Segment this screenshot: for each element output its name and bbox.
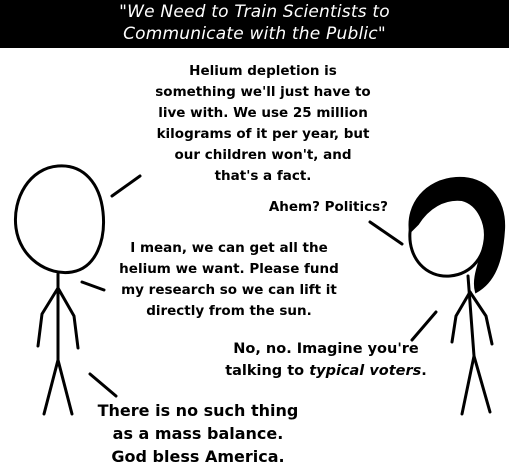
tail-voters [410, 310, 438, 342]
left-figure-right-arm [56, 286, 80, 350]
speech-helium-depletion: Helium depletion is something we'll just… [118, 61, 408, 187]
speech-helium-line-3: live with. We use 25 million [158, 105, 368, 121]
speech-mass-line-3: God bless America. [111, 447, 285, 466]
title-line-2: Communicate with the Public" [123, 24, 386, 44]
speech-voters-line-1: No, no. Imagine you're [233, 341, 419, 357]
speech-mass-balance: There is no such thing as a mass balance… [78, 399, 318, 468]
speech-mass-line-2: as a mass balance. [112, 424, 284, 443]
speech-helium-line-6: that's a fact. [214, 168, 312, 184]
speech-mass-line-1: There is no such thing [97, 401, 299, 420]
speech-voters-prefix: talking to [225, 363, 310, 379]
right-figure-body [466, 274, 476, 358]
speech-helium-line-1: Helium depletion is [189, 63, 337, 79]
right-figure-left-leg [460, 354, 476, 416]
speech-fund-line-2: helium we want. Please fund [119, 261, 339, 277]
speech-voters-suffix: . [421, 363, 427, 379]
speech-politics-line-1: Ahem? Politics? [268, 199, 388, 215]
left-figure-head [13, 164, 106, 275]
speech-voters-emphasis: typical voters [309, 363, 422, 379]
right-figure-right-arm [468, 290, 494, 346]
right-figure-left-arm [450, 290, 472, 344]
speech-fund-line-1: I mean, we can get all the [130, 240, 328, 256]
speech-helium-line-5: our children won't, and [174, 147, 352, 163]
left-figure-left-leg [42, 358, 60, 416]
speech-politics: Ahem? Politics? [228, 197, 388, 218]
right-figure-right-leg [472, 354, 492, 414]
speech-fund-research: I mean, we can get all the helium we wan… [104, 238, 354, 322]
tail-mass [88, 372, 118, 398]
right-figure-hair [408, 176, 506, 294]
speech-helium-line-4: kilograms of it per year, but [156, 126, 370, 142]
speech-fund-line-3: my research so we can lift it [121, 282, 337, 298]
speech-voters-line-2: talking to typical voters. [206, 360, 446, 382]
tail-politics [368, 220, 404, 246]
speech-typical-voters: No, no. Imagine you're talking to typica… [206, 338, 446, 382]
left-figure-right-leg [56, 358, 74, 416]
title-bar: "We Need to Train Scientists to Communic… [0, 0, 509, 48]
speech-fund-line-4: directly from the sun. [146, 303, 312, 319]
left-figure-left-arm [36, 286, 60, 348]
title-line-1: "We Need to Train Scientists to [119, 2, 390, 22]
tail-fund [80, 280, 106, 292]
speech-helium-line-2: something we'll just have to [155, 84, 371, 100]
tail-helium [110, 174, 142, 198]
comic-title: "We Need to Train Scientists to Communic… [0, 1, 509, 45]
